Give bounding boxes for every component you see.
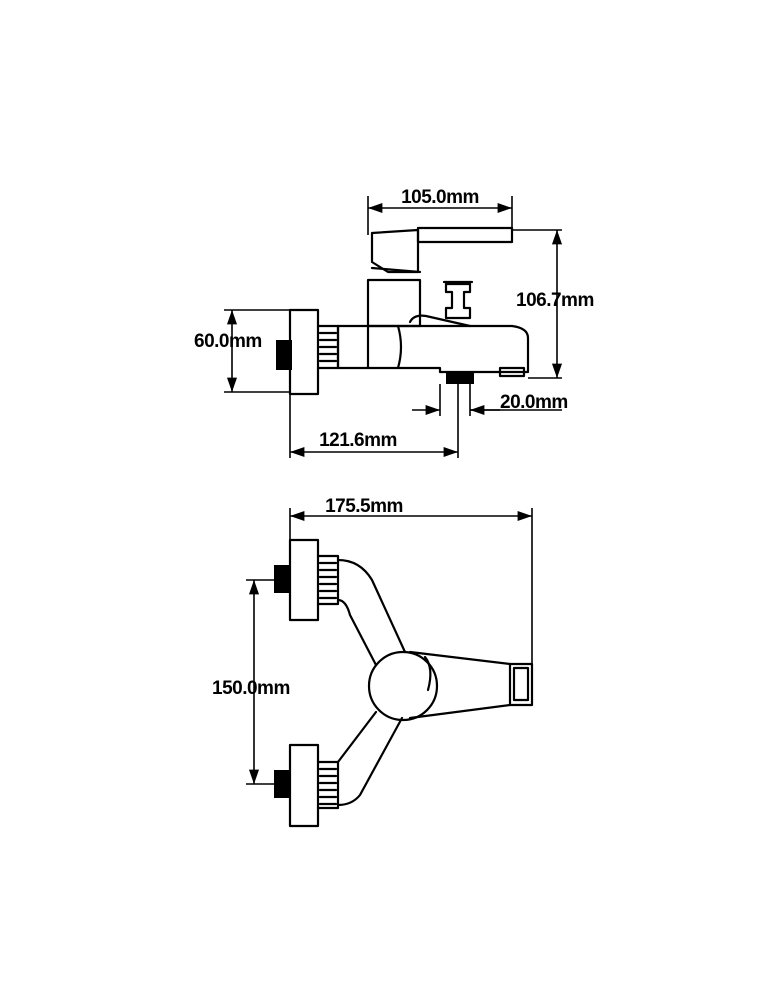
dim-175: 175.5mm — [289, 496, 533, 664]
lower-wall-flange — [288, 743, 320, 828]
label-height: 106.7mm — [516, 290, 594, 311]
label-spout-width: 105.0mm — [401, 187, 479, 208]
dim-60: 60.0mm — [194, 309, 290, 393]
label-inlet-spacing: 150.0mm — [212, 678, 290, 699]
dim-121: 121.6mm — [289, 384, 459, 458]
dim-20: 20.0mm — [412, 384, 568, 416]
lower-arm — [336, 710, 404, 807]
dim-105: 105.0mm — [367, 187, 513, 235]
top-view: 175.5mm 150.0mm — [212, 496, 534, 828]
label-flange-height: 60.0mm — [194, 331, 262, 352]
spout-top — [408, 650, 534, 720]
label-overall-length: 175.5mm — [325, 496, 403, 517]
valve-body-circle — [367, 650, 439, 722]
dim-150: 150.0mm — [212, 579, 290, 785]
label-depth: 121.6mm — [319, 430, 397, 451]
label-diverter-width: 20.0mm — [500, 392, 568, 413]
upper-wall-flange — [288, 538, 320, 622]
shower-outlet — [446, 372, 474, 384]
spout — [336, 324, 530, 374]
lever-handle — [416, 226, 514, 244]
wall-flange — [288, 308, 320, 396]
diverter-knob — [444, 282, 472, 320]
dim-106: 106.7mm — [512, 229, 594, 379]
upper-arm — [336, 558, 407, 667]
front-view: 105.0mm 106.7mm 60.0mm 20.0mm — [194, 187, 594, 458]
